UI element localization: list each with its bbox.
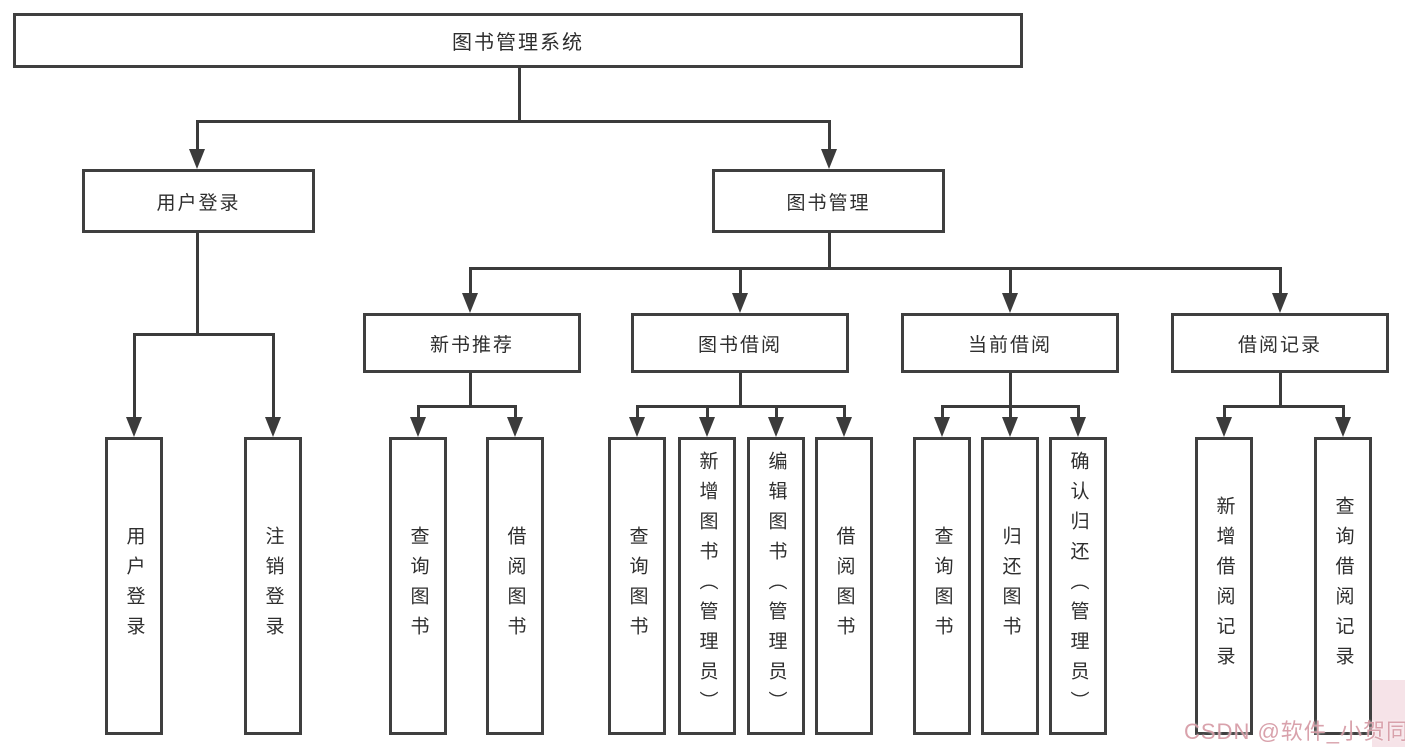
leaf-query-books-borrowing-label: 查询图书	[626, 526, 648, 646]
connector	[1279, 267, 1282, 295]
connector	[636, 405, 845, 408]
leaf-user-login-label: 用户登录	[123, 526, 145, 646]
leaf-logout-label: 注销登录	[262, 526, 284, 646]
node-book-borrowing: 图书借阅	[631, 313, 849, 373]
connector-root-stem	[518, 66, 521, 122]
arrow-down-icon	[126, 417, 142, 437]
connector-bookmgmt-stem	[828, 231, 831, 269]
connector	[828, 120, 831, 152]
connector	[133, 333, 136, 419]
leaf-edit-books-admin-label: 编辑图书（管理员）	[765, 451, 787, 721]
leaf-query-books-current-label: 查询图书	[931, 526, 953, 646]
node-borrowing-records-label: 借阅记录	[1237, 334, 1322, 356]
node-borrowing-records: 借阅记录	[1171, 313, 1389, 373]
leaf-confirm-return-admin: 确认归还（管理员）	[1049, 437, 1107, 735]
leaf-logout: 注销登录	[244, 437, 302, 735]
leaf-confirm-return-admin-label: 确认归还（管理员）	[1067, 451, 1089, 721]
connector	[1342, 405, 1345, 421]
leaf-query-books-recommend: 查询图书	[389, 437, 447, 735]
leaf-query-borrow-record: 查询借阅记录	[1314, 437, 1372, 735]
arrow-down-icon	[462, 293, 478, 313]
arrow-down-icon	[1002, 293, 1018, 313]
arrow-down-icon	[768, 417, 784, 437]
connector	[514, 405, 517, 421]
node-book-management: 图书管理	[712, 169, 945, 233]
connector-level2-horizontal	[196, 120, 831, 123]
leaf-borrow-books-borrowing: 借阅图书	[815, 437, 873, 735]
arrow-down-icon	[934, 417, 950, 437]
leaf-add-books-admin-label: 新增图书（管理员）	[696, 451, 718, 721]
leaf-query-borrow-record-label: 查询借阅记录	[1332, 496, 1354, 676]
arrow-down-icon	[821, 149, 837, 169]
node-current-borrowing-label: 当前借阅	[967, 334, 1052, 356]
arrow-down-icon	[699, 417, 715, 437]
leaf-add-books-admin: 新增图书（管理员）	[678, 437, 736, 735]
connector	[1279, 371, 1282, 407]
leaf-query-books-recommend-label: 查询图书	[407, 526, 429, 646]
node-root: 图书管理系统	[13, 13, 1023, 68]
connector	[196, 120, 199, 152]
connector-userlogin-stem	[196, 231, 199, 335]
leaf-return-books: 归还图书	[981, 437, 1039, 735]
arrow-down-icon	[1335, 417, 1351, 437]
leaf-query-books-borrowing: 查询图书	[608, 437, 666, 735]
arrow-down-icon	[1002, 417, 1018, 437]
connector	[417, 405, 516, 408]
leaf-borrow-books-borrowing-label: 借阅图书	[833, 526, 855, 646]
connector	[1077, 405, 1080, 421]
arrow-down-icon	[410, 417, 426, 437]
arrow-down-icon	[507, 417, 523, 437]
node-user-login-label: 用户登录	[156, 192, 241, 214]
connector	[1223, 405, 1226, 421]
node-book-borrowing-label: 图书借阅	[697, 334, 782, 356]
connector	[1009, 371, 1012, 407]
connector	[272, 333, 275, 419]
arrow-down-icon	[1070, 417, 1086, 437]
watermark: CSDN @软件_小贺同学	[1184, 719, 1405, 744]
connector	[739, 267, 742, 295]
watermark-background	[1372, 680, 1405, 747]
arrow-down-icon	[836, 417, 852, 437]
node-current-borrowing: 当前借阅	[901, 313, 1119, 373]
connector	[469, 371, 472, 407]
leaf-borrow-books-recommend: 借阅图书	[486, 437, 544, 735]
leaf-query-books-current: 查询图书	[913, 437, 971, 735]
leaf-return-books-label: 归还图书	[999, 526, 1021, 646]
arrow-down-icon	[1272, 293, 1288, 313]
node-new-book-recommend-label: 新书推荐	[429, 334, 514, 356]
connector	[739, 371, 742, 407]
arrow-down-icon	[732, 293, 748, 313]
node-book-management-label: 图书管理	[786, 192, 871, 214]
leaf-add-borrow-record-label: 新增借阅记录	[1213, 496, 1235, 676]
connector	[843, 405, 846, 421]
arrow-down-icon	[629, 417, 645, 437]
connector	[1009, 267, 1012, 295]
leaf-edit-books-admin: 编辑图书（管理员）	[747, 437, 805, 735]
arrow-down-icon	[1216, 417, 1232, 437]
arrow-down-icon	[189, 149, 205, 169]
arrow-down-icon	[265, 417, 281, 437]
connector	[1223, 405, 1344, 408]
connector	[417, 405, 420, 421]
connector-level3-horizontal	[469, 267, 1282, 270]
connector-userlogin-horizontal	[133, 333, 275, 336]
leaf-user-login: 用户登录	[105, 437, 163, 735]
connector	[1009, 405, 1012, 421]
connector	[775, 405, 778, 421]
node-root-label: 图书管理系统	[452, 32, 584, 54]
node-user-login: 用户登录	[82, 169, 315, 233]
connector	[636, 405, 639, 421]
connector	[469, 267, 472, 295]
leaf-add-borrow-record: 新增借阅记录	[1195, 437, 1253, 735]
node-new-book-recommend: 新书推荐	[363, 313, 581, 373]
leaf-borrow-books-recommend-label: 借阅图书	[504, 526, 526, 646]
connector	[941, 405, 944, 421]
connector	[706, 405, 709, 421]
